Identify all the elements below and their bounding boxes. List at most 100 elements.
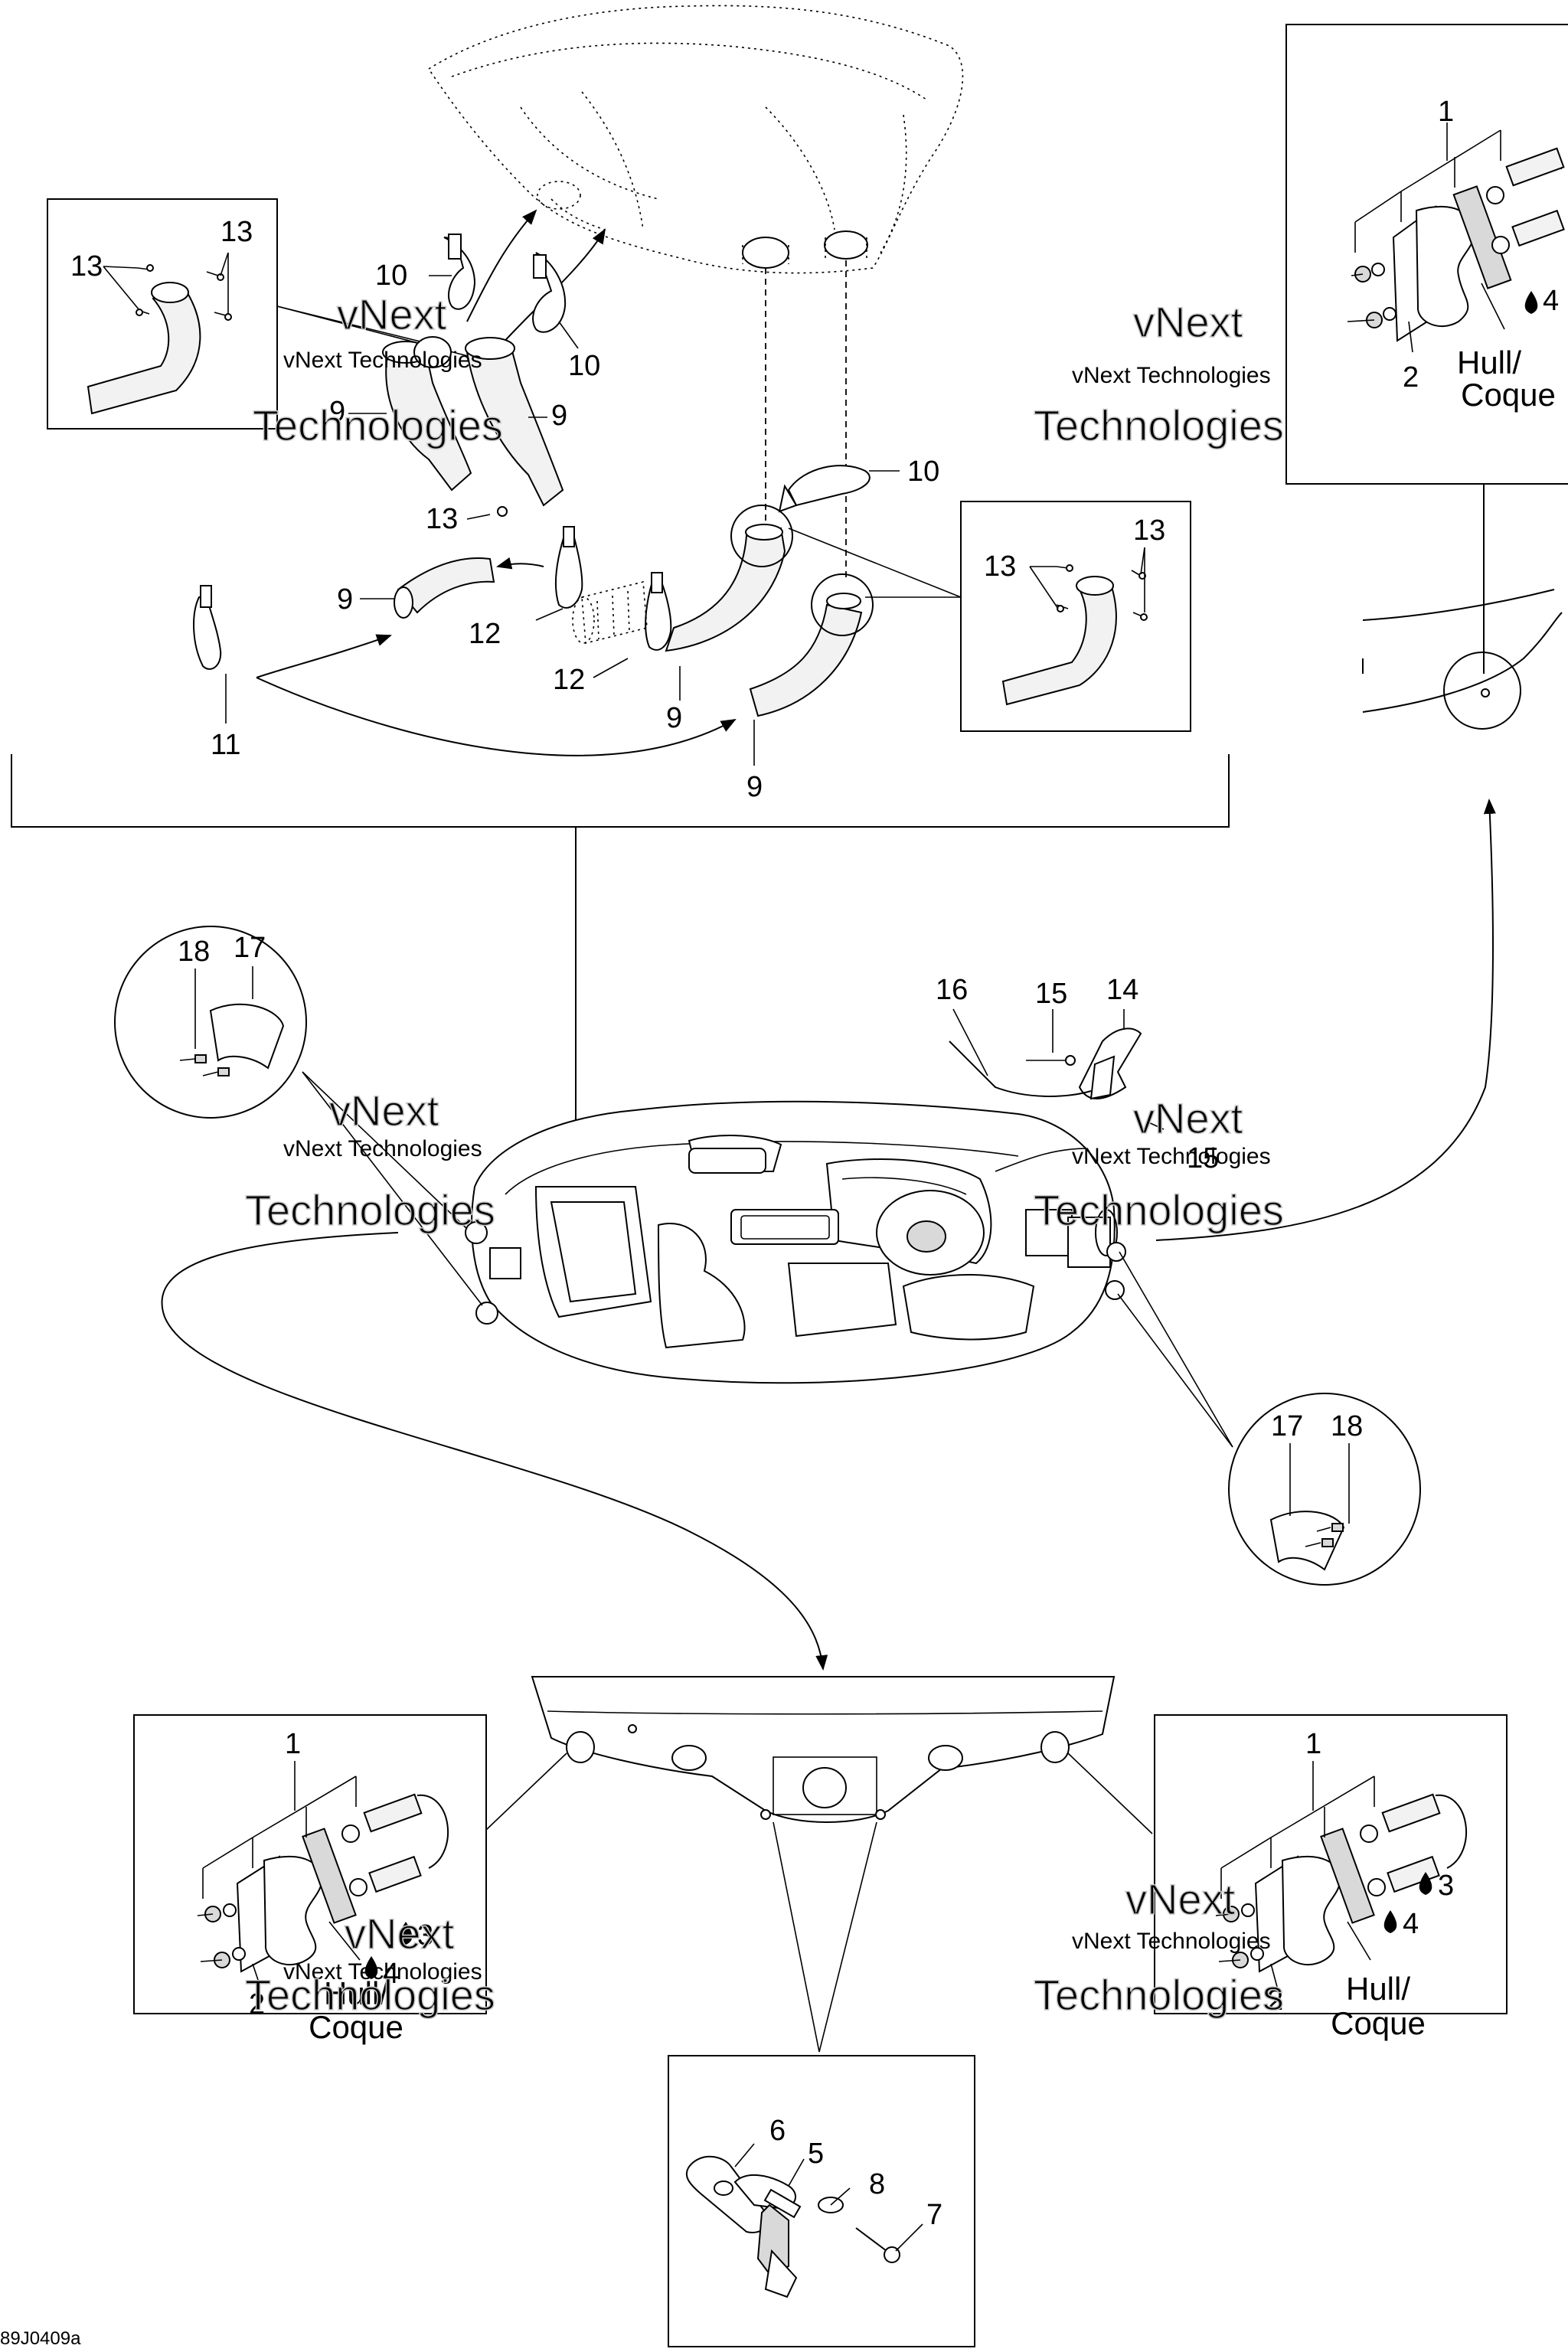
label-2-top-right: 2 <box>1403 361 1419 394</box>
label-17-right: 17 <box>1271 1410 1303 1442</box>
sealant-drop-icon <box>1524 291 1538 314</box>
hose-inset-right <box>960 501 1191 732</box>
label-9-lower: 9 <box>746 771 763 803</box>
clamp-12-a <box>554 526 583 609</box>
handle-14 <box>1078 1027 1142 1100</box>
screw-15-b <box>1146 1121 1165 1130</box>
flow-arrow-3 <box>496 557 544 570</box>
trim-inset-right <box>1228 1393 1421 1586</box>
hose-inset-left <box>47 198 278 430</box>
label-10-a: 10 <box>375 260 407 292</box>
trim-inset-left <box>114 926 307 1119</box>
label-9-mid-b: 9 <box>666 702 682 734</box>
label-9-top-b: 9 <box>551 400 567 432</box>
watermark-mid-left-c: Technologies <box>245 1186 495 1234</box>
flow-arrow-6 <box>1155 799 1496 1241</box>
screw-13-mid <box>497 506 508 517</box>
hull-bow-detail <box>1362 589 1563 730</box>
leader-transom-right <box>1067 1753 1153 1834</box>
hose-9-mid-right <box>665 505 793 652</box>
watermark-top-left-a: vNext <box>337 290 447 338</box>
label-15-b: 15 <box>1187 1142 1219 1174</box>
label-13-inset-left-b: 13 <box>220 216 253 248</box>
leader-12-b <box>593 658 629 678</box>
diagram-code: 89J0409a <box>0 2328 81 2349</box>
watermark-mid-left-a: vNext <box>329 1086 439 1135</box>
label-4-top-right: 4 <box>1543 285 1559 317</box>
flow-arrow-1 <box>466 209 537 322</box>
hose-9-lower <box>749 573 874 717</box>
clamp-11 <box>193 585 222 670</box>
leader-inset-right-1 <box>788 528 962 598</box>
clamp-10-a <box>443 234 476 310</box>
hull-label-bottom-left: Hull/ <box>324 1975 388 2011</box>
label-15-a: 15 <box>1035 978 1067 1010</box>
watermark-bottom-right-b: vNext Technologies <box>1072 1929 1271 1954</box>
sealant-drop-icon-bl-3 <box>399 1922 413 1945</box>
coque-label-bottom-right: Coque <box>1331 2005 1426 2041</box>
screw-15-a-head <box>1065 1055 1076 1066</box>
label-1-bottom-right: 1 <box>1305 1728 1321 1760</box>
label-13-mid: 13 <box>426 503 458 535</box>
watermark-bottom-left-c: Technologies <box>245 1971 495 2019</box>
watermark-mid-right-a: vNext <box>1133 1094 1243 1142</box>
label-6: 6 <box>769 2115 786 2147</box>
label-12-a: 12 <box>469 618 501 650</box>
hull-label-bottom-right: Hull/ <box>1346 1971 1410 2007</box>
label-4-bottom-right: 4 <box>1403 1908 1419 1940</box>
flow-arrow-7 <box>161 1232 828 1671</box>
sealant-drop-icon-bl-4 <box>364 1956 378 1979</box>
coque-label-bottom-left: Coque <box>309 2009 403 2045</box>
label-8: 8 <box>869 2168 885 2200</box>
transom <box>531 1676 1116 1823</box>
leader-trim-right-1 <box>1119 1251 1233 1448</box>
label-16: 16 <box>936 974 968 1006</box>
leader-transom-left <box>485 1753 567 1831</box>
leader-transom-drain <box>773 1821 877 2053</box>
watermark-top-left-b: vNext Technologies <box>283 348 482 373</box>
label-13-inset-left-a: 13 <box>70 250 103 283</box>
label-18-right: 18 <box>1331 1410 1363 1442</box>
watermark-bottom-right-c: Technologies <box>1034 1971 1284 2019</box>
label-13-inset-right-b: 13 <box>1133 514 1165 547</box>
watermark-top-right-c: Technologies <box>1034 401 1284 449</box>
drain-plug-inset <box>668 2055 975 2347</box>
label-2-bottom-right: 2 <box>1267 1984 1283 2017</box>
label-12-b: 12 <box>553 664 585 696</box>
label-14: 14 <box>1106 974 1138 1006</box>
flow-arrow-4 <box>256 634 392 678</box>
leader-trim-right-2 <box>1117 1293 1233 1448</box>
label-1-bottom-left: 1 <box>285 1728 301 1760</box>
label-4-bottom-left: 4 <box>383 1958 399 1990</box>
coque-label-top-right: Coque <box>1461 377 1556 413</box>
clamp-10-b <box>532 252 567 333</box>
label-17-left: 17 <box>234 932 266 964</box>
watermark-bottom-left-a: vNext <box>345 1909 455 1958</box>
watermark-mid-left-b: vNext Technologies <box>283 1136 482 1161</box>
label-7: 7 <box>926 2199 942 2231</box>
hose-9-mid-left <box>394 557 495 619</box>
label-11: 11 <box>211 729 240 761</box>
label-10-b: 10 <box>568 350 600 382</box>
watermark-bottom-right-a: vNext <box>1125 1875 1236 1923</box>
clamp-10-c <box>778 465 871 513</box>
watermark-mid-right-c: Technologies <box>1034 1186 1284 1234</box>
fuel-tank-outline <box>427 5 964 274</box>
watermark-top-right-a: vNext <box>1133 298 1243 346</box>
leader-13-mid <box>466 514 491 520</box>
ubolt-inset-bottom-left <box>133 1714 487 2014</box>
label-9-top-a: 9 <box>329 396 345 428</box>
leader-12-a <box>535 608 564 621</box>
watermarks: vNext vNext Technologies Technologies vN… <box>244 289 1285 2020</box>
label-18-left: 18 <box>178 936 210 968</box>
flow-arrow-5 <box>256 677 737 756</box>
ubolt-inset-bottom-right <box>1154 1714 1508 2014</box>
label-13-inset-right-a: 13 <box>984 550 1016 583</box>
watermark-top-right-b: vNext Technologies <box>1072 363 1271 388</box>
label-9-mid-a: 9 <box>337 583 353 616</box>
leader-10-b <box>558 321 579 349</box>
label-3-bottom-left: 3 <box>417 1919 433 1952</box>
clamp-12-b <box>645 572 672 651</box>
leader-trim-left-2 <box>302 1071 483 1306</box>
